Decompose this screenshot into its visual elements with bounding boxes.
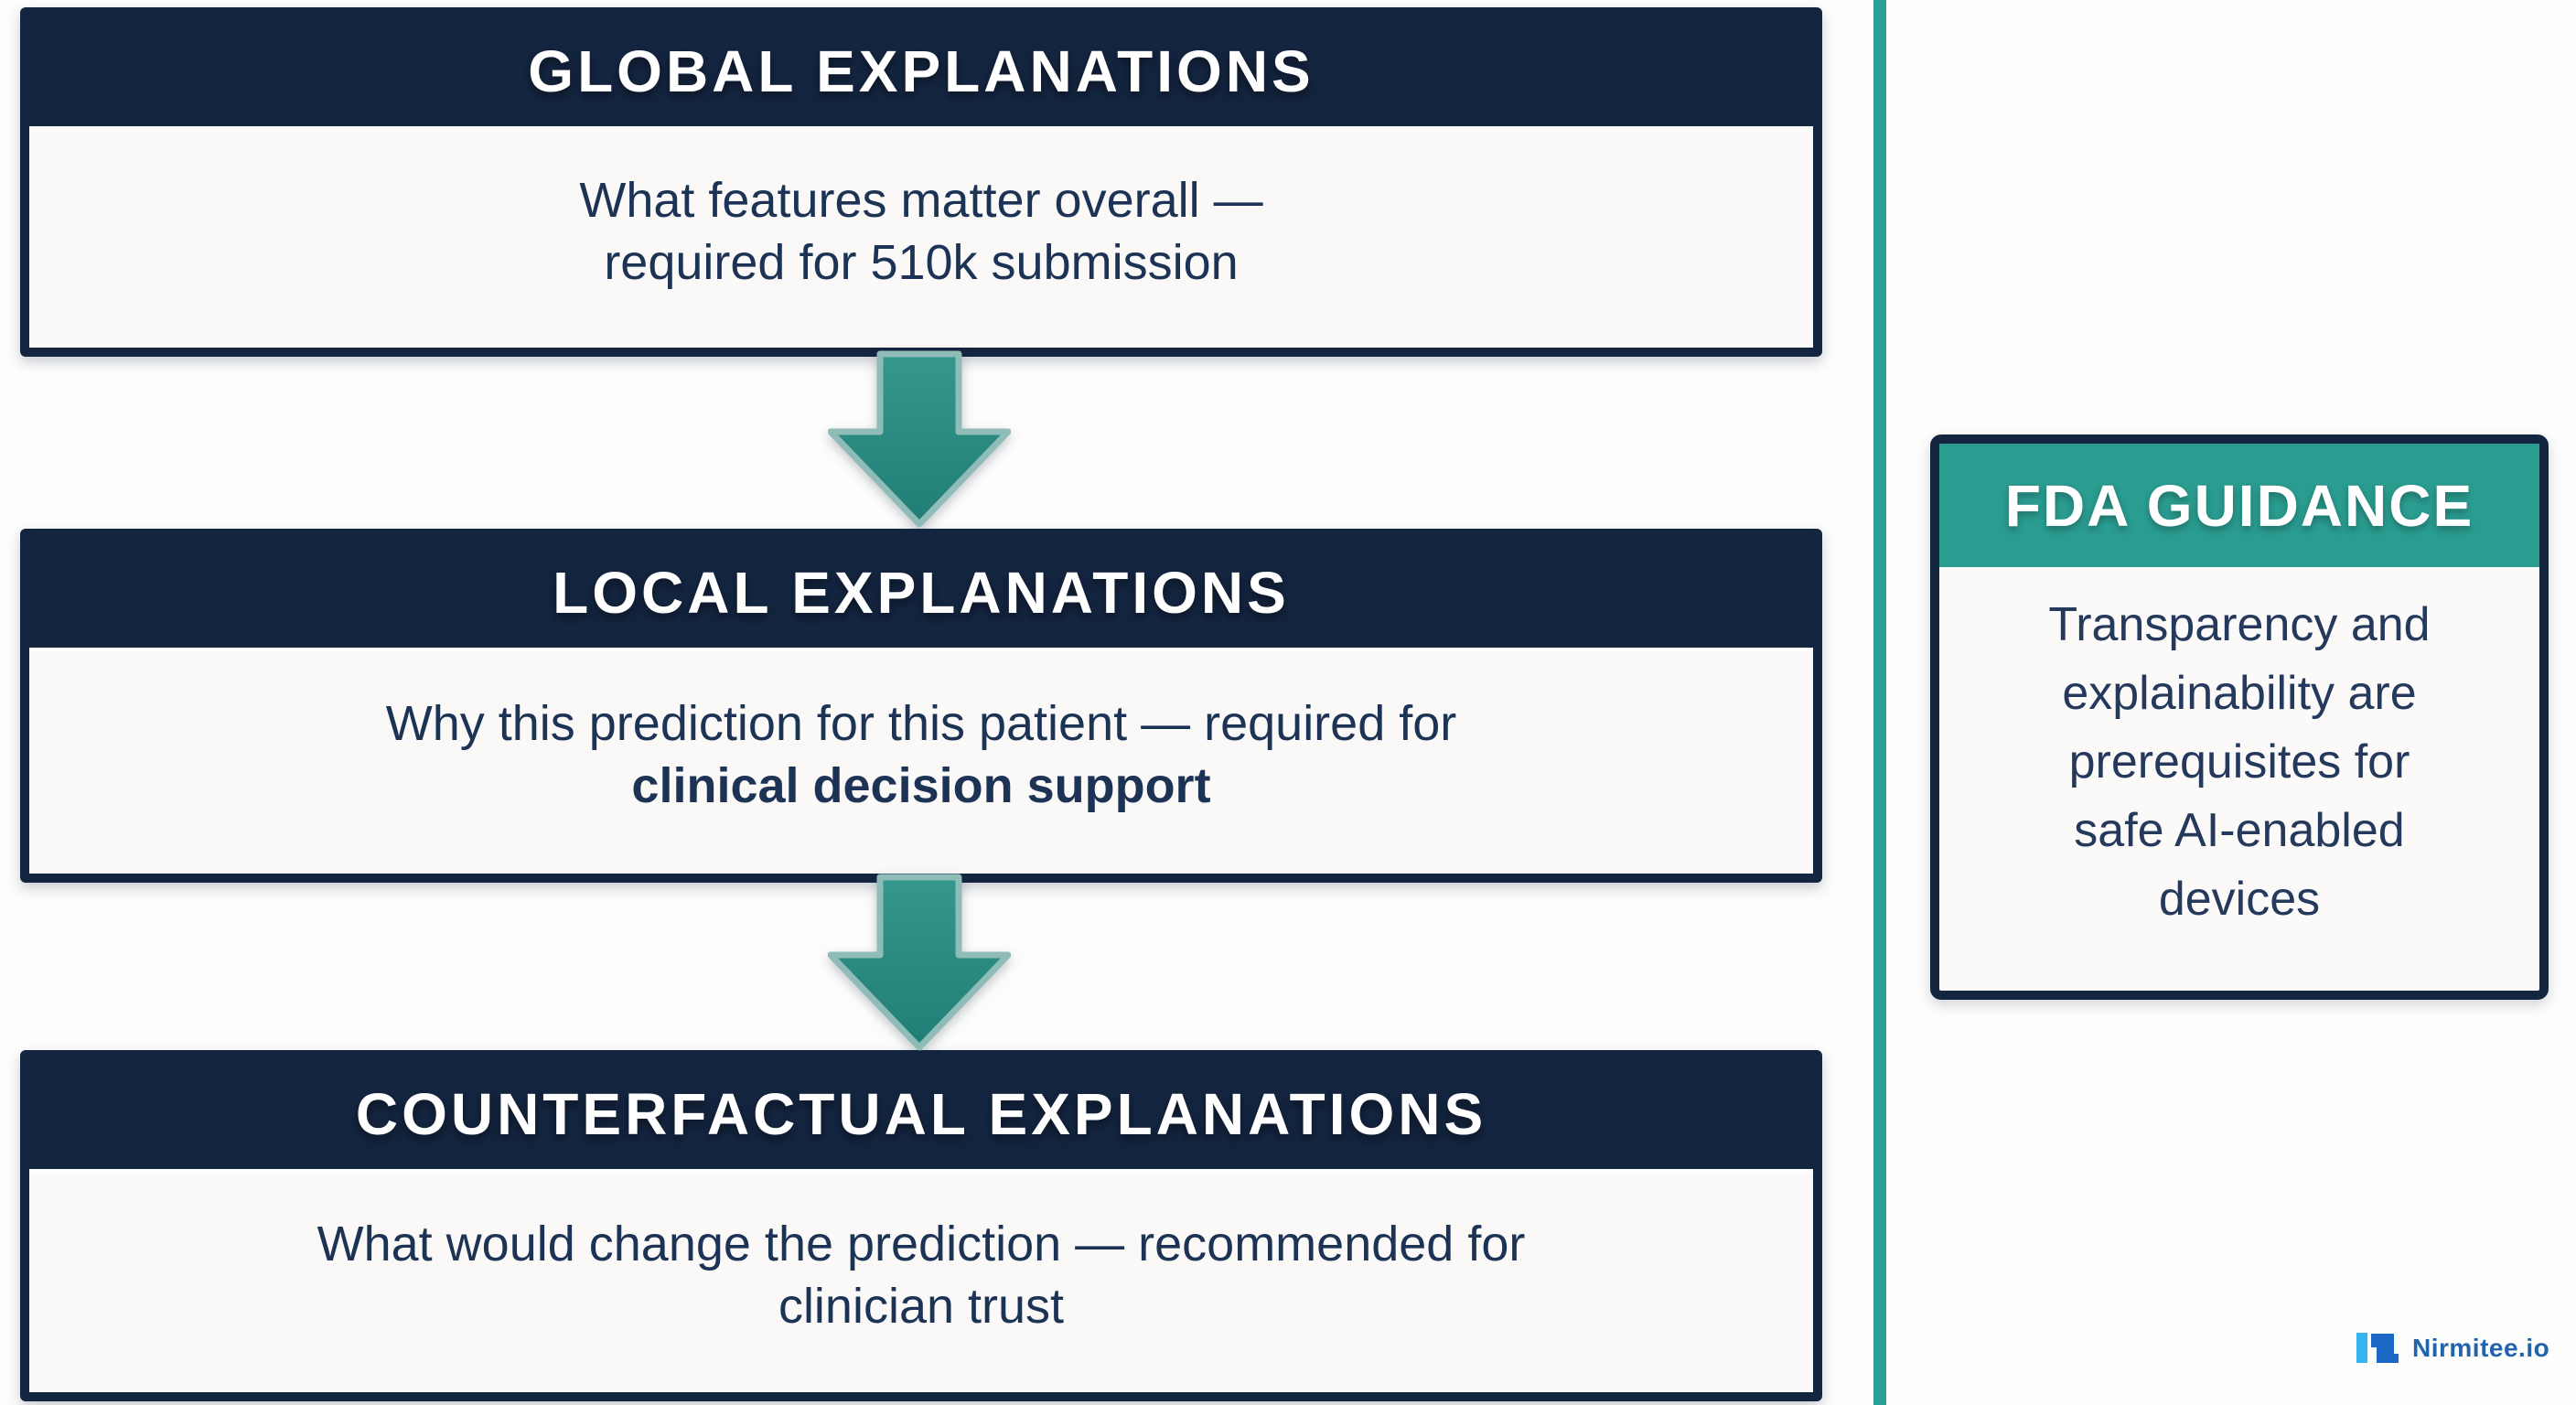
global-body-line-1: What features matter overall — bbox=[579, 172, 1263, 228]
global-explanations-header: GLOBAL EXPLANATIONS bbox=[29, 16, 1813, 131]
local-explanations-header: LOCAL EXPLANATIONS bbox=[29, 538, 1813, 652]
fda-body-line-3: prerequisites for bbox=[2068, 735, 2410, 788]
global-explanations-box: GLOBAL EXPLANATIONS What features matter… bbox=[20, 7, 1822, 357]
vertical-divider bbox=[1873, 0, 1886, 1405]
down-arrow-icon bbox=[828, 874, 1011, 1051]
global-explanations-body: What features matter overall — required … bbox=[29, 131, 1813, 348]
nirmitee-logo: Nirmitee.io bbox=[2356, 1332, 2549, 1365]
counterfactual-explanations-body: What would change the prediction — recom… bbox=[29, 1174, 1813, 1392]
down-arrow-icon bbox=[828, 350, 1011, 528]
nirmitee-logo-text: Nirmitee.io bbox=[2412, 1334, 2550, 1362]
local-explanations-title: LOCAL EXPLANATIONS bbox=[553, 560, 1290, 626]
global-body-line-2: required for 510k submission bbox=[604, 234, 1239, 290]
nirmitee-logo-icon bbox=[2356, 1333, 2399, 1363]
fda-guidance-panel: FDA GUIDANCE Transparency and explainabi… bbox=[1930, 434, 2549, 1000]
local-explanations-body: Why this prediction for this patient — r… bbox=[29, 652, 1813, 874]
fda-body-line-5: devices bbox=[2158, 873, 2321, 926]
counterfactual-body-line-2: clinician trust bbox=[778, 1278, 1065, 1334]
fda-body-line-1: Transparency and bbox=[2048, 598, 2431, 651]
counterfactual-explanations-header: COUNTERFACTUAL EXPLANATIONS bbox=[29, 1059, 1813, 1174]
counterfactual-explanations-title: COUNTERFACTUAL EXPLANATIONS bbox=[355, 1081, 1487, 1147]
local-body-line-1: Why this prediction for this patient — r… bbox=[385, 696, 1457, 751]
fda-body-line-4: safe AI-enabled bbox=[2074, 804, 2405, 857]
local-explanations-box: LOCAL EXPLANATIONS Why this prediction f… bbox=[20, 529, 1822, 883]
counterfactual-explanations-box: COUNTERFACTUAL EXPLANATIONS What would c… bbox=[20, 1050, 1822, 1401]
counterfactual-body-line-1: What would change the prediction — recom… bbox=[317, 1216, 1526, 1271]
local-body-line-2: clinical decision support bbox=[631, 758, 1211, 813]
fda-guidance-title: FDA GUIDANCE bbox=[2004, 472, 2474, 539]
fda-guidance-body: Transparency and explainability are prer… bbox=[1939, 567, 2539, 934]
fda-guidance-header: FDA GUIDANCE bbox=[1939, 444, 2539, 567]
fda-body-line-2: explainability are bbox=[2062, 667, 2417, 720]
global-explanations-title: GLOBAL EXPLANATIONS bbox=[528, 38, 1315, 104]
